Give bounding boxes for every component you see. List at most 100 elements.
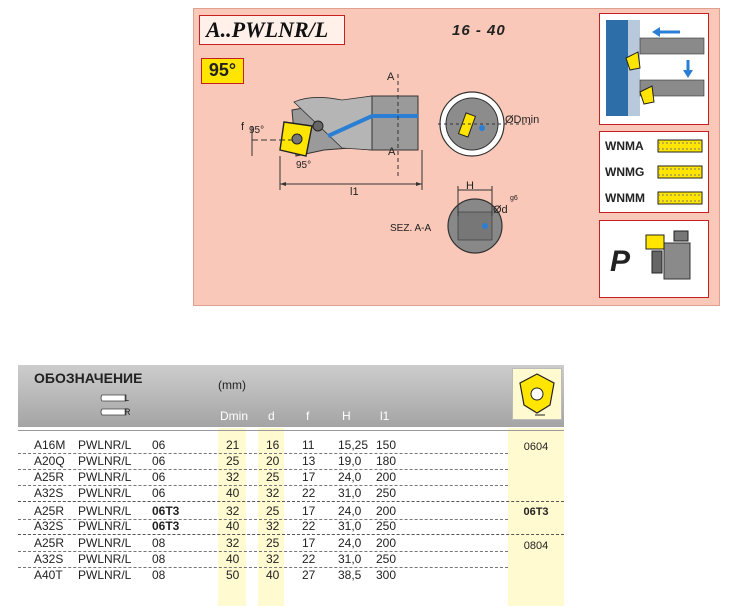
cell-dmin: 40 (226, 552, 240, 566)
cell-d: 32 (266, 552, 280, 566)
cell-size: 06T3 (152, 519, 180, 533)
cell-h: 15,25 (338, 438, 369, 452)
cell-dmin: 40 (226, 486, 240, 500)
cell-l1: 150 (376, 438, 397, 452)
insert-type-row: WNMA (605, 136, 703, 156)
cell-h: 19,0 (338, 454, 362, 468)
cell-dmin: 40 (226, 519, 240, 533)
dim-l1-label: l1 (350, 186, 359, 198)
dim-dmin-label: ØDmin (505, 114, 540, 126)
cell-d: 25 (266, 504, 280, 518)
cell-code: A40T (34, 568, 63, 582)
cell-dmin: 32 (226, 504, 240, 518)
cell-d: 40 (266, 568, 280, 582)
hand-orientation-icons (100, 394, 127, 416)
insert-group-0804: 0804 (523, 540, 549, 552)
cell-f: 22 (302, 486, 316, 500)
tool-technical-drawing (251, 74, 532, 254)
cell-code: A25R (34, 536, 65, 550)
cell-dmin: 21 (226, 438, 240, 452)
insert-type-row: WNMG (605, 162, 703, 182)
cell-f: 17 (302, 470, 316, 484)
insert-type-row: WNMM (605, 188, 703, 208)
cell-l1: 200 (376, 536, 397, 550)
boring-operation-icon (606, 20, 705, 116)
cell-size: 06 (152, 470, 166, 484)
cell-code: A20Q (34, 454, 65, 468)
row-separator (18, 534, 564, 535)
cell-h: 24,0 (338, 536, 362, 550)
row-separator (18, 551, 508, 552)
cell-type: PWLNR/L (78, 454, 132, 468)
operation-diagram (599, 13, 709, 125)
insert-group-06t3: 06T3 (523, 506, 549, 518)
cell-code: A32S (34, 519, 64, 533)
row-separator (18, 519, 508, 520)
column-header-f: f (306, 409, 310, 423)
row-separator (18, 501, 564, 502)
right-hand-label: R (124, 407, 131, 417)
cell-type: PWLNR/L (78, 486, 132, 500)
row-separator (18, 485, 508, 486)
cell-dmin: 50 (226, 568, 240, 582)
section-mark-bottom: A (388, 146, 396, 158)
cell-d: 20 (266, 454, 280, 468)
cell-type: PWLNR/L (78, 519, 132, 533)
cell-size: 06 (152, 438, 166, 452)
cell-l1: 180 (376, 454, 397, 468)
cell-f: 22 (302, 552, 316, 566)
cell-d: 32 (266, 519, 280, 533)
insert-profile-icon (657, 139, 703, 153)
angle-bottom-label: 95° (296, 160, 312, 171)
cell-l1: 300 (376, 568, 397, 582)
cell-f: 17 (302, 504, 316, 518)
cell-dmin: 25 (226, 454, 240, 468)
dim-h-label: H (466, 180, 474, 192)
cell-l1: 200 (376, 470, 397, 484)
size-range: 16 - 40 (452, 22, 506, 39)
insert-types-box: WNMA WNMG WNMM (599, 131, 709, 213)
cell-h: 38,5 (338, 568, 362, 582)
cell-d: 32 (266, 486, 280, 500)
column-header-l1: l1 (380, 409, 390, 423)
angle-left-label: 95° (249, 125, 265, 136)
cell-f: 22 (302, 519, 316, 533)
cell-d: 25 (266, 470, 280, 484)
left-hand-label: L (124, 393, 130, 403)
cell-type: PWLNR/L (78, 470, 132, 484)
cell-f: 27 (302, 568, 316, 582)
cell-code: A16M (34, 438, 66, 452)
insert-type-label: WNMM (605, 191, 645, 205)
column-header-d: d (268, 409, 275, 423)
insert-profile-icon (657, 165, 703, 179)
insert-type-label: WNMA (605, 139, 644, 153)
dmin-column-highlight (218, 428, 246, 606)
designation-heading: ОБОЗНАЧЕНИЕ (34, 370, 143, 386)
approach-angle-badge: 95° (201, 58, 244, 84)
cell-type: PWLNR/L (78, 552, 132, 566)
cell-size: 06T3 (152, 504, 180, 518)
cell-code: A25R (34, 470, 65, 484)
row-separator (18, 567, 508, 568)
cell-size: 06 (152, 486, 166, 500)
cell-type: PWLNR/L (78, 536, 132, 550)
section-caption: SEZ. A-A (390, 223, 432, 234)
cell-code: A25R (34, 504, 65, 518)
cell-l1: 250 (376, 519, 397, 533)
cell-h: 31,0 (338, 486, 362, 500)
cell-type: PWLNR/L (78, 438, 132, 452)
cell-type: PWLNR/L (78, 504, 132, 518)
cell-code: A32S (34, 486, 64, 500)
cell-h: 31,0 (338, 519, 362, 533)
insert-type-label: WNMG (605, 165, 645, 179)
table-header-bar (18, 365, 502, 427)
row-separator (18, 453, 508, 454)
cell-dmin: 32 (226, 536, 240, 550)
clamping-system-letter: P (610, 245, 631, 278)
